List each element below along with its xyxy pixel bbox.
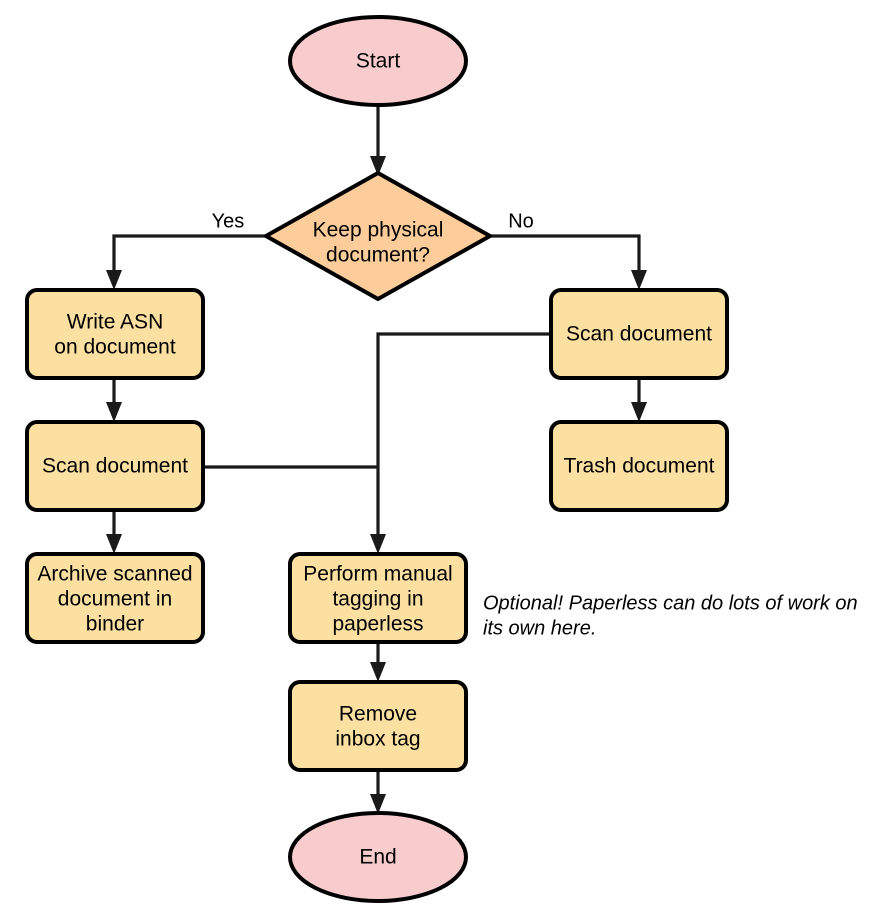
- remove-inbox-tag-box-shape[interactable]: [288, 680, 468, 772]
- edge-decision-yes-to-write-asn: Yes: [106, 210, 266, 290]
- node-remove-inbox-tag-label-line2: inbox tag: [335, 728, 420, 751]
- start-terminator-shape[interactable]: [288, 15, 468, 107]
- node-tagging-label-line1: Perform manual: [303, 563, 452, 586]
- node-archive-label-line3: binder: [86, 613, 144, 636]
- arrowhead-icon: [106, 534, 122, 554]
- node-scan-document-left[interactable]: Scan document: [25, 420, 205, 512]
- node-tagging-label-line2: tagging in: [332, 588, 423, 611]
- node-archive-scanned-document[interactable]: Archive scanned document in binder: [25, 552, 205, 644]
- decision-diamond-shape[interactable]: [264, 171, 492, 301]
- scan-document-left-box-shape[interactable]: [25, 420, 205, 512]
- edge-start-to-decision: [370, 102, 386, 176]
- arrowhead-icon: [106, 402, 122, 422]
- node-scan-document-left-label: Scan document: [42, 455, 188, 478]
- edge-tagging-to-remove-inbox-tag: [370, 641, 386, 682]
- edge-scan-document-right-to-trash: [631, 378, 647, 422]
- edge-write-asn-to-scan-document-left: [106, 378, 122, 422]
- edge-remove-inbox-tag-to-end: [370, 770, 386, 814]
- node-trash-document[interactable]: Trash document: [549, 420, 729, 512]
- node-write-asn-label-line2: on document: [54, 336, 176, 359]
- node-trash-document-label: Trash document: [564, 455, 715, 478]
- tagging-box-shape[interactable]: [288, 552, 468, 644]
- arrowhead-icon: [106, 270, 122, 290]
- arrowhead-icon: [631, 402, 647, 422]
- node-start-label: Start: [356, 50, 401, 73]
- node-remove-inbox-tag-label-line1: Remove: [339, 703, 417, 726]
- edge-decision-no-to-scan-document-right: No: [490, 210, 647, 290]
- arrowhead-icon: [370, 534, 386, 554]
- scan-document-right-box-shape[interactable]: [549, 288, 729, 380]
- node-end[interactable]: End: [288, 811, 468, 903]
- annotation-note-line2: its own here.: [483, 617, 596, 639]
- annotation-note: Optional! Paperless can do lots of work …: [483, 592, 858, 639]
- edge-label-yes: Yes: [212, 210, 245, 232]
- node-write-asn-label-line1: Write ASN: [67, 311, 163, 334]
- annotation-note-line1: Optional! Paperless can do lots of work …: [483, 592, 858, 614]
- edge-scan-document-right-to-tagging: [370, 332, 551, 554]
- node-archive-label-line2: document in: [58, 588, 172, 611]
- node-scan-document-right-label: Scan document: [566, 323, 712, 346]
- node-write-asn-on-document[interactable]: Write ASN on document: [25, 288, 205, 380]
- node-archive-label-line1: Archive scanned: [37, 563, 192, 586]
- end-terminator-shape[interactable]: [288, 811, 468, 903]
- node-remove-inbox-tag[interactable]: Remove inbox tag: [288, 680, 468, 772]
- node-start[interactable]: Start: [288, 15, 468, 107]
- node-tagging-label-line3: paperless: [332, 613, 423, 636]
- arrowhead-icon: [370, 794, 386, 814]
- node-keep-physical-document-decision[interactable]: Keep physical document?: [264, 171, 492, 301]
- node-end-label: End: [359, 846, 396, 869]
- arrowhead-icon: [631, 270, 647, 290]
- node-perform-manual-tagging[interactable]: Perform manual tagging in paperless: [288, 552, 468, 644]
- archive-box-shape[interactable]: [25, 552, 205, 644]
- edge-label-no: No: [508, 210, 534, 232]
- node-scan-document-right[interactable]: Scan document: [549, 288, 729, 380]
- arrowhead-icon: [370, 156, 386, 176]
- node-decision-label-line1: Keep physical: [313, 219, 444, 242]
- arrowhead-icon: [370, 662, 386, 682]
- trash-document-box-shape[interactable]: [549, 420, 729, 512]
- edge-scan-document-left-to-archive: [106, 510, 122, 554]
- write-asn-box-shape[interactable]: [25, 288, 205, 380]
- node-decision-label-line2: document?: [326, 244, 430, 267]
